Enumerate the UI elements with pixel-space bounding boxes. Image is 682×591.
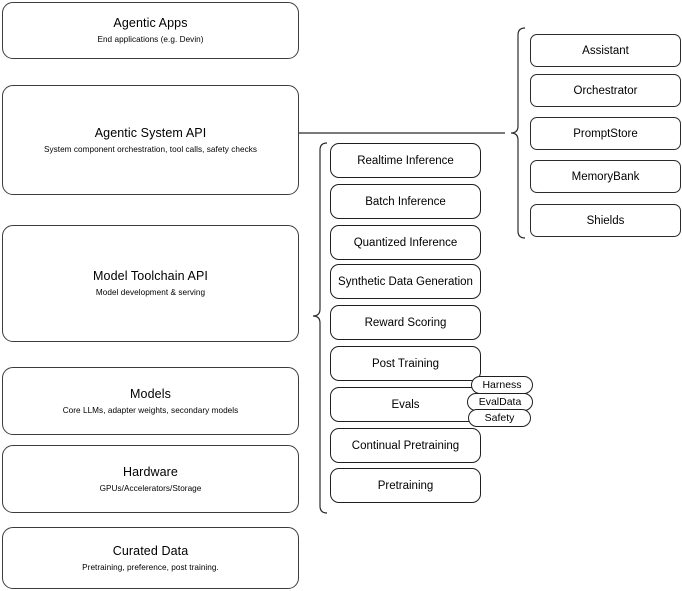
layer-title: Agentic System API — [94, 125, 207, 140]
layer-subtitle: Core LLMs, adapter weights, secondary mo… — [62, 405, 239, 415]
eval-subitem-harness[interactable]: Harness — [471, 376, 533, 394]
layer-title: Model Toolchain API — [93, 269, 208, 283]
layer-card-curated-data[interactable]: Curated Data Pretraining, preference, po… — [2, 527, 299, 589]
capability-reward-scoring[interactable]: Reward Scoring — [330, 305, 481, 340]
component-memorybank[interactable]: MemoryBank — [530, 160, 681, 193]
layer-subtitle: GPUs/Accelerators/Storage — [99, 483, 202, 493]
capability-evals[interactable]: Evals — [330, 387, 481, 422]
layer-subtitle: Pretraining, preference, post training. — [82, 562, 219, 572]
layer-subtitle: Model development & serving — [95, 288, 206, 297]
component-orchestrator[interactable]: Orchestrator — [530, 74, 681, 107]
capability-post-training[interactable]: Post Training — [330, 346, 481, 381]
capability-pretraining[interactable]: Pretraining — [330, 468, 481, 503]
layer-card-agentic-apps[interactable]: Agentic Apps End applications (e.g. Devi… — [2, 2, 299, 59]
brace-model-toolchain-capabilities — [312, 142, 328, 514]
component-promptstore[interactable]: PromptStore — [530, 117, 681, 150]
capability-batch-inference[interactable]: Batch Inference — [330, 184, 481, 219]
layer-card-hardware[interactable]: Hardware GPUs/Accelerators/Storage — [2, 445, 299, 513]
eval-subitem-safety[interactable]: Safety — [468, 409, 531, 427]
layer-card-model-toolchain-api[interactable]: Model Toolchain API Model development & … — [2, 225, 299, 342]
brace-agentic-system-components — [510, 27, 526, 239]
component-assistant[interactable]: Assistant — [530, 34, 681, 67]
component-shields[interactable]: Shields — [530, 204, 681, 237]
layer-title: Models — [130, 386, 171, 401]
layer-title: Hardware — [123, 464, 178, 479]
capability-synthetic-data-generation[interactable]: Synthetic Data Generation — [330, 264, 481, 299]
capability-continual-pretraining[interactable]: Continual Pretraining — [330, 428, 481, 463]
layer-title: Curated Data — [112, 543, 189, 558]
layer-subtitle: End applications (e.g. Devin) — [97, 35, 204, 44]
layer-card-agentic-system-api[interactable]: Agentic System API System component orch… — [2, 85, 299, 195]
capability-realtime-inference[interactable]: Realtime Inference — [330, 143, 481, 178]
layer-subtitle: System component orchestration, tool cal… — [43, 144, 258, 154]
layer-card-models[interactable]: Models Core LLMs, adapter weights, secon… — [2, 367, 299, 435]
capability-quantized-inference[interactable]: Quantized Inference — [330, 225, 481, 260]
layer-title: Agentic Apps — [113, 16, 188, 30]
